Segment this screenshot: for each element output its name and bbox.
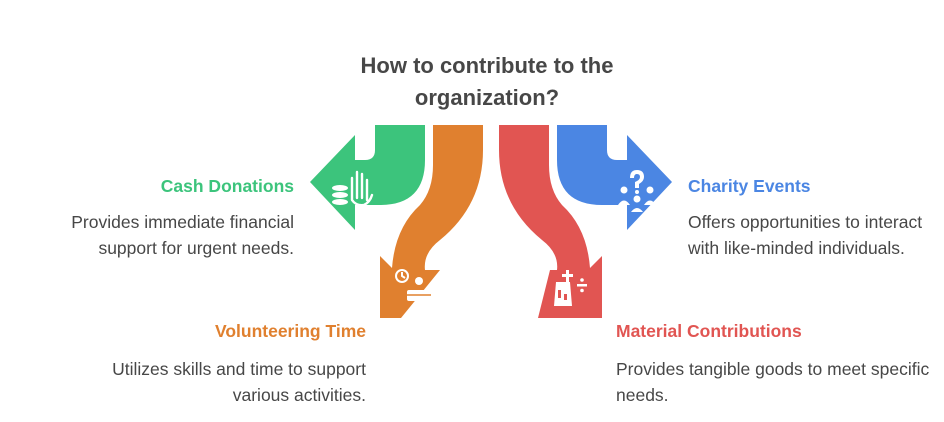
material-contributions-arrow	[499, 125, 602, 318]
charity-events-description: Offers opportunities to interact with li…	[688, 212, 923, 258]
page-title: How to contribute to the organization?	[360, 53, 614, 110]
cash-donations-description: Provides immediate financial support for…	[71, 212, 294, 258]
calculator-goods-icon	[554, 270, 587, 306]
volunteering-time-arrow	[380, 125, 483, 318]
cash-donations-arrow	[310, 125, 425, 230]
charity-events-arrow	[557, 125, 672, 230]
material-contributions-description: Provides tangible goods to meet specific…	[616, 359, 930, 405]
hand-coins-icon	[332, 170, 374, 207]
material-contributions-heading: Material Contributions	[616, 321, 802, 341]
volunteer-clock-icon	[395, 269, 431, 301]
volunteering-time-heading: Volunteering Time	[214, 321, 366, 341]
volunteering-time-description: Utilizes skills and time to support vari…	[112, 359, 366, 405]
group-question-icon	[618, 170, 656, 212]
charity-events-heading: Charity Events	[688, 176, 811, 196]
cash-donations-heading: Cash Donations	[160, 176, 294, 196]
